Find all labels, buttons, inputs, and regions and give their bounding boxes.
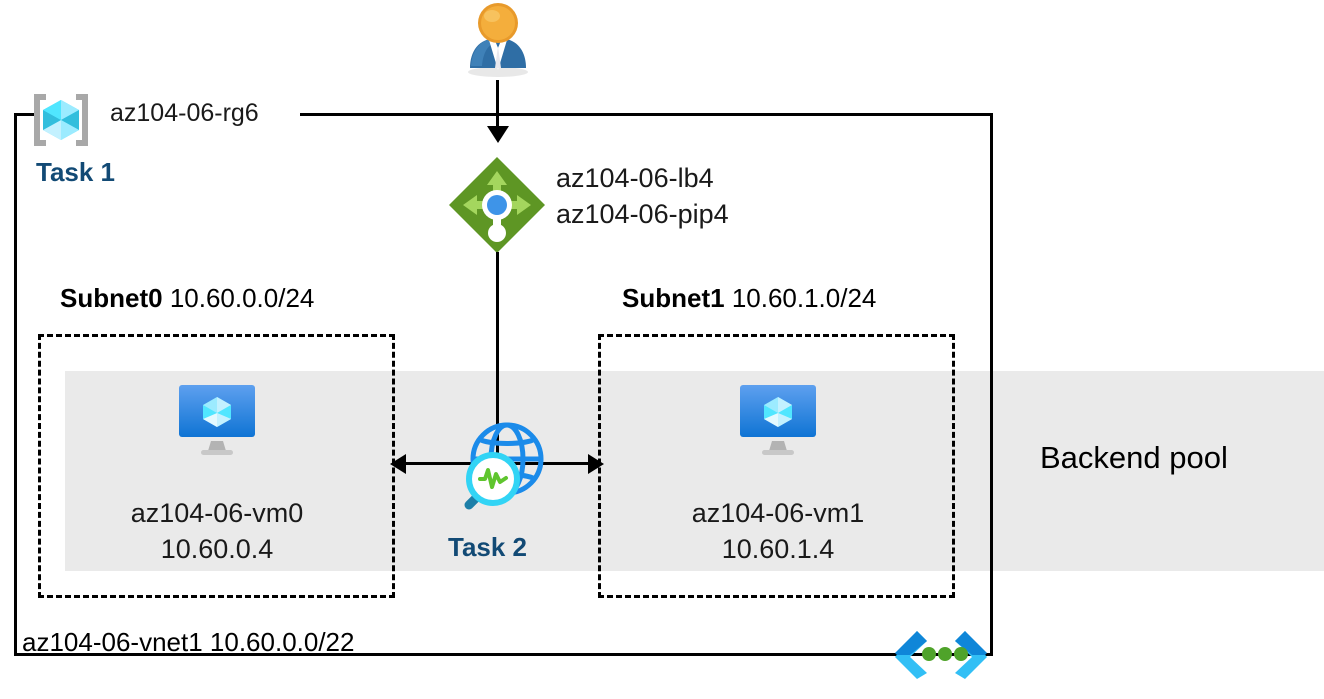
vm1-name: az104-06-vm1 [691,498,865,528]
resource-group-border-top-left-stub [14,113,39,116]
resource-group-cube-icon [30,91,92,149]
resource-group-border-left [14,113,17,656]
vm0-ip: 10.60.0.4 [160,534,274,565]
virtual-machine-icon-vm1 [738,383,818,459]
backend-pool-label: Backend pool [1040,440,1228,475]
vnet-label: az104-06-vnet1 10.60.0.0/22 [22,627,355,657]
load-balancer-labels: az104-06-lb4 az104-06-pip4 [556,161,729,232]
subnet0-name: Subnet0 [60,283,163,313]
vm0-labels: az104-06-vm0 10.60.0.4 [52,495,382,568]
resource-group-border-bottom [14,653,993,656]
resource-group-label: az104-06-rg6 [110,99,259,127]
load-balancer-name: az104-06-lb4 [556,163,714,193]
public-ip-name: az104-06-pip4 [556,198,729,229]
task-2-label: Task 2 [448,532,528,562]
network-watcher-icon [455,417,545,513]
subnet1-name: Subnet1 [622,283,725,313]
subnet-arrow-head-left [390,454,406,474]
subnet-arrow-head-right [588,454,604,474]
lb-to-backend-line [496,252,499,467]
virtual-network-icon [893,627,989,679]
subnet1-cidr: 10.60.1.0/24 [731,283,877,313]
client-to-lb-arrow-head [487,126,509,143]
subnet0-heading: Subnet0 10.60.0.0/24 [60,283,314,314]
user-person-icon [462,2,534,78]
client-to-lb-arrow-line [496,80,499,130]
virtual-machine-icon-vm0 [177,383,257,459]
load-balancer-icon [447,155,547,255]
task-1-label: Task 1 [36,157,116,187]
vm0-name: az104-06-vm0 [130,498,304,528]
vm1-labels: az104-06-vm1 10.60.1.4 [613,495,943,568]
vm1-ip: 10.60.1.4 [721,534,835,565]
subnet1-heading: Subnet1 10.60.1.0/24 [622,283,876,314]
resource-group-border-right [990,113,993,656]
resource-group-border-top [300,113,993,116]
subnet0-cidr: 10.60.0.0/24 [169,283,315,313]
backend-pool-band [65,371,1324,571]
